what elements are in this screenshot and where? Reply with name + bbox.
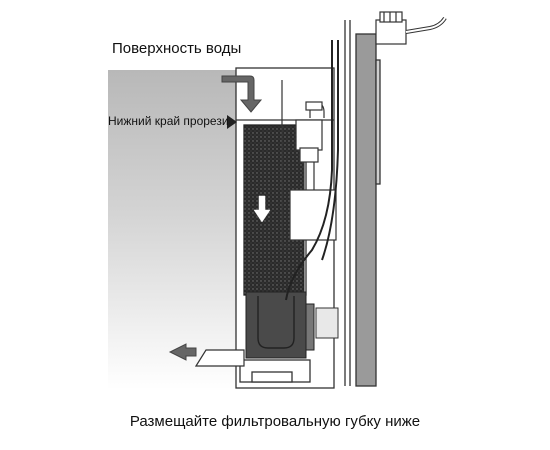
- heater-tube: [281, 80, 337, 247]
- arrow-down-curved-icon: [221, 75, 263, 113]
- slot-bottom-edge-label: Нижний край прорези: [108, 114, 229, 128]
- arrow-down-icon: [253, 195, 271, 223]
- caption: Размещайте фильтровальную губку ниже: [129, 413, 421, 430]
- outflow-nozzle: [194, 349, 245, 367]
- pump-unit: [245, 291, 339, 359]
- top-clip: [375, 11, 447, 45]
- water-body: [108, 70, 240, 390]
- water-surface-label: Поверхность воды: [112, 40, 242, 57]
- power-cables: [285, 40, 339, 301]
- triangle-right-icon: [227, 115, 237, 129]
- tank-wall: [344, 20, 381, 387]
- arrow-left-icon: [168, 343, 197, 361]
